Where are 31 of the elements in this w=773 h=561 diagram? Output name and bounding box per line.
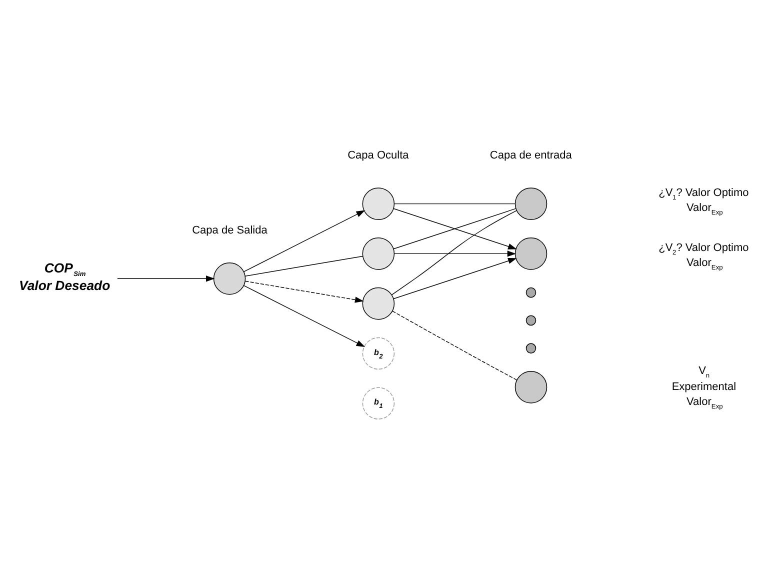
node-circle xyxy=(526,286,536,298)
node-circle: b$_{1}$ xyxy=(362,386,395,419)
arrow xyxy=(393,257,517,299)
node-circle xyxy=(526,314,536,326)
node-circle xyxy=(213,262,246,294)
connector xyxy=(394,202,516,204)
node-label: Valor$_{Exp}$ xyxy=(686,202,723,216)
node-circle xyxy=(514,187,548,220)
arrow xyxy=(244,284,366,347)
node-circle xyxy=(526,342,536,353)
arrow xyxy=(244,210,366,272)
label: Capa Oculta xyxy=(348,149,409,162)
node-text: COP$_{Sim}$ Valor Deseado xyxy=(19,260,110,292)
arrow xyxy=(394,250,516,256)
label: Capa de Salida xyxy=(192,224,268,236)
node-circle xyxy=(362,187,395,220)
node-circle xyxy=(514,370,548,403)
node-circle xyxy=(362,286,395,320)
connector xyxy=(392,310,518,380)
label: Capa de entrada xyxy=(490,149,572,162)
arrow xyxy=(244,280,364,302)
node-circle: b$_{2}$ xyxy=(362,336,395,370)
node-label: Valor$_{Exp}$ xyxy=(686,256,723,272)
node-circle xyxy=(514,237,548,270)
node-label: Valor$_{Exp}$ xyxy=(686,395,723,410)
arrow xyxy=(117,275,215,282)
node-label: ¿V$_{2}$? Valor Optimo xyxy=(658,241,749,256)
node-circle xyxy=(362,237,395,270)
node-label: V$_{n}$ Experimental xyxy=(672,364,736,393)
node-label: ¿V$_{1}$? Valor Optimo xyxy=(658,186,749,201)
connector xyxy=(244,255,364,276)
